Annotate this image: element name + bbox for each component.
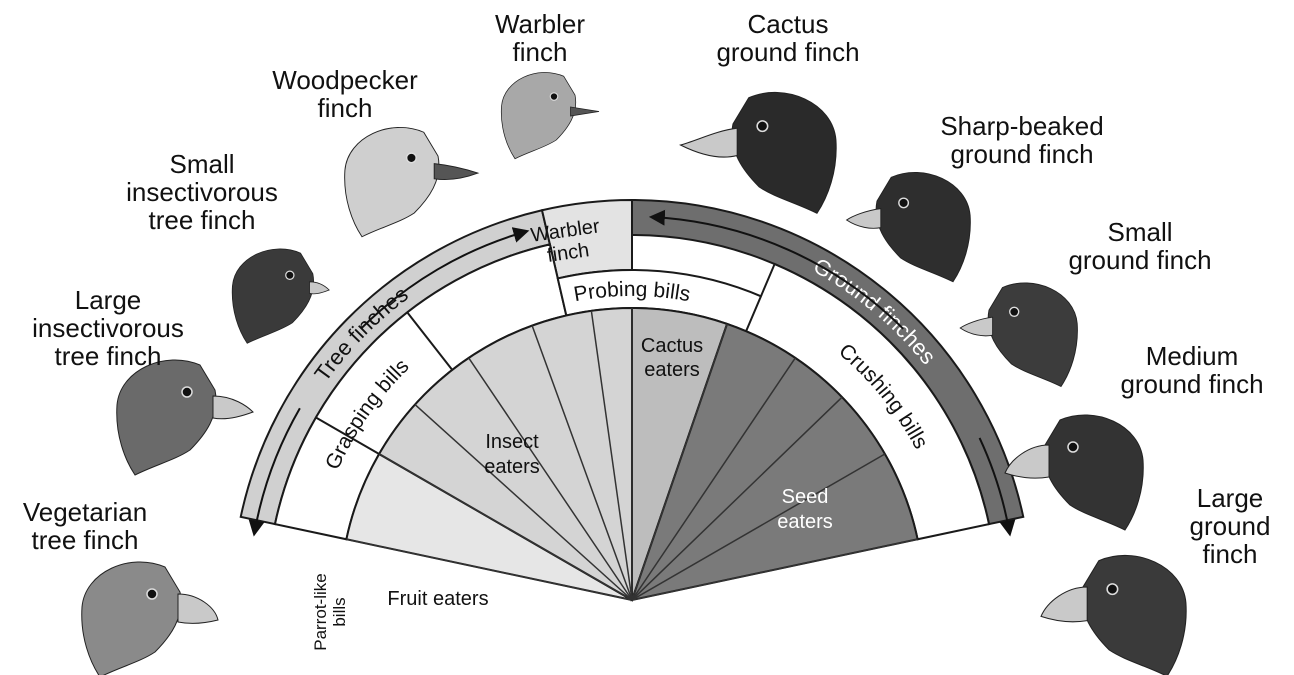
large-insectivorous-tree-finch-head — [117, 360, 253, 475]
seed-eaters-label-2: eaters — [777, 511, 833, 533]
medium-ground-finch-label: Medium ground finch — [1092, 342, 1292, 398]
insect-eaters-label-2: eaters — [484, 456, 540, 478]
vegetarian-tree-finch-label: Vegetarian tree finch — [5, 498, 165, 554]
label-line: Warbler — [465, 10, 615, 38]
label-line: tree finch — [18, 342, 198, 370]
label-line: Vegetarian — [5, 498, 165, 526]
warbler-finch-head — [501, 72, 599, 158]
small-insectivorous-tree-finch-label: Small insectivorous tree finch — [112, 150, 292, 234]
label-line: tree finch — [5, 526, 165, 554]
large-ground-finch-label: Large ground finch — [1180, 484, 1280, 568]
label-line: finch — [255, 94, 435, 122]
label-line: finch — [1180, 540, 1280, 568]
woodpecker-finch-head — [345, 127, 478, 236]
large-ground-finch-head — [1041, 555, 1186, 675]
label-line: ground — [1180, 512, 1280, 540]
label-line: ground finch — [688, 38, 888, 66]
sharp-beaked-ground-finch-head — [847, 172, 971, 281]
label-line: Woodpecker — [255, 66, 435, 94]
label-line: Medium — [1092, 342, 1292, 370]
cactus-ground-finch-head — [681, 92, 837, 213]
small-ground-finch-head — [960, 283, 1077, 387]
label-line: ground finch — [912, 140, 1132, 168]
label-line: Small — [1040, 218, 1240, 246]
label-line: Large — [1180, 484, 1280, 512]
warbler-finch-label: Warbler finch — [465, 10, 615, 66]
seed-eaters-label-1: Seed — [782, 486, 829, 508]
label-line: tree finch — [112, 206, 292, 234]
sharp-beaked-ground-finch-label: Sharp-beaked ground finch — [912, 112, 1132, 168]
label-line: finch — [465, 38, 615, 66]
fruit-eaters-label: Fruit eaters — [387, 588, 488, 610]
cactus-eaters-label-2: eaters — [644, 359, 700, 381]
label-line: insectivorous — [112, 178, 292, 206]
vegetarian-tree-finch-head — [82, 562, 218, 675]
label-line: Large — [18, 286, 198, 314]
label-line: Small — [112, 150, 292, 178]
label-line: Cactus — [688, 10, 888, 38]
label-line: insectivorous — [18, 314, 198, 342]
medium-ground-finch-head — [1005, 415, 1143, 530]
label-line: ground finch — [1092, 370, 1292, 398]
parrot-bills-label-2: bills — [330, 597, 349, 626]
large-insectivorous-tree-finch-label: Large insectivorous tree finch — [18, 286, 198, 370]
small-insectivorous-tree-finch-head — [232, 249, 329, 343]
small-ground-finch-label: Small ground finch — [1040, 218, 1240, 274]
label-line: Sharp-beaked — [912, 112, 1132, 140]
insect-eaters-label-1: Insect — [485, 431, 539, 453]
parrot-bills-label-1: Parrot-like — [311, 573, 330, 650]
cactus-ground-finch-label: Cactus ground finch — [688, 10, 888, 66]
label-line: ground finch — [1040, 246, 1240, 274]
cactus-eaters-label-1: Cactus — [641, 335, 703, 357]
woodpecker-finch-label: Woodpecker finch — [255, 66, 435, 122]
